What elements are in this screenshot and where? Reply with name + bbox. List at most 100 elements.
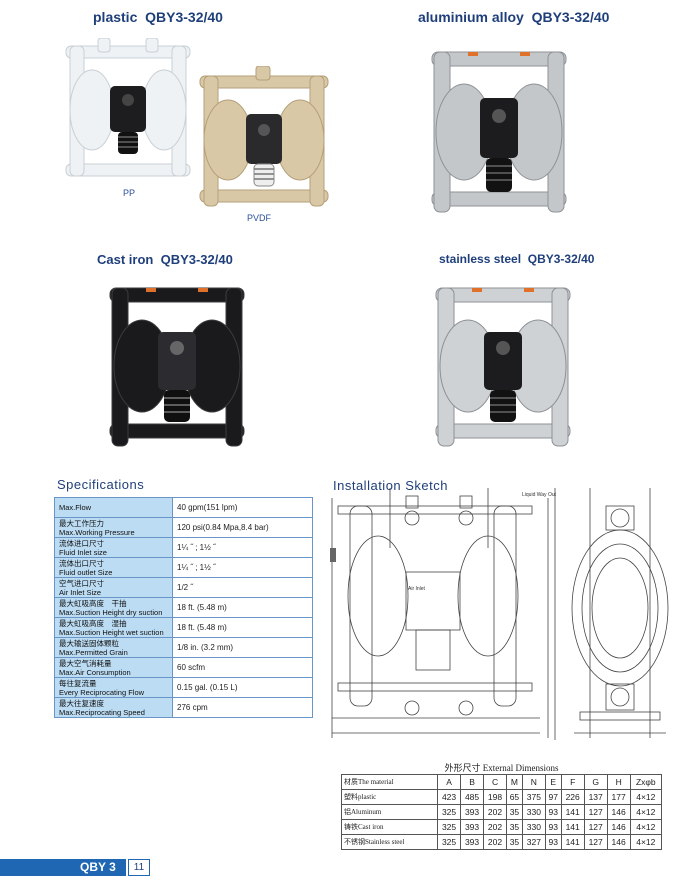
dimension-cell: 93 <box>544 819 562 835</box>
dimension-cell: 226 <box>560 789 585 805</box>
dimension-cell: 127 <box>583 834 608 850</box>
spec-label-en: Max.Reciprocating Speed <box>59 707 145 717</box>
dimension-cell: 327 <box>521 834 546 850</box>
spec-label-zh: 流体出口尺寸 <box>59 558 104 568</box>
material-cell: 铝Aluminum <box>340 804 439 820</box>
dimension-cell: 97 <box>544 789 562 805</box>
stainless-pump-image <box>435 287 571 447</box>
aluminium-pump-image <box>431 51 567 213</box>
dimension-cell: 4×12 <box>629 819 663 835</box>
dimensions-header-cell: G <box>583 774 608 790</box>
dimension-cell: 4×12 <box>629 834 663 850</box>
stainless-title: stainless steel QBY3-32/40 <box>439 252 595 266</box>
dimensions-header-cell: B <box>460 774 485 790</box>
air-inlet-label: Air Inlet <box>408 586 426 592</box>
spec-label-en: Max.Air Consumption <box>59 667 131 677</box>
dimension-cell: 202 <box>483 819 508 835</box>
spec-value: 60 scfm <box>172 657 313 678</box>
spec-label-zh: 最大输送固体颗粒 <box>59 638 119 648</box>
dimension-cell: 146 <box>606 804 631 820</box>
dimensions-header-cell: 材质The material <box>340 774 439 790</box>
dimension-cell: 393 <box>460 819 485 835</box>
spec-label-en: Fluid outlet Size <box>59 567 113 577</box>
dimension-cell: 330 <box>521 804 546 820</box>
liquid-way-out-label: Liquid Way Out <box>522 492 557 498</box>
dimension-cell: 202 <box>483 834 508 850</box>
dimensions-header-cell: F <box>560 774 585 790</box>
dimensions-header-cell: Zxφb <box>629 774 663 790</box>
installation-sketch-drawing: Liquid Way Out Air Inlet <box>330 488 669 740</box>
dimension-cell: 4×12 <box>629 804 663 820</box>
dimensions-header-cell: C <box>483 774 508 790</box>
spec-value: 18 ft. (5.48 m) <box>172 597 313 618</box>
dimensions-header-cell: E <box>544 774 562 790</box>
dimension-cell: 325 <box>437 804 462 820</box>
spec-value: 1¼ ˝ ; 1½ ˝ <box>172 557 313 578</box>
footer-bar <box>0 859 126 876</box>
spec-label-zh: 空气进口尺寸 <box>59 578 104 588</box>
spec-label-en: Max.Suction Height wet suction <box>59 627 164 637</box>
dimension-cell: 93 <box>544 834 562 850</box>
material-cell: 不锈钢Stainless steel <box>340 834 439 850</box>
spec-label-zh: 流体进口尺寸 <box>59 538 104 548</box>
material-cell: 塑料plastic <box>340 789 439 805</box>
page-number: 11 <box>128 859 150 876</box>
dimension-cell: 198 <box>483 789 508 805</box>
dimension-cell: 393 <box>460 834 485 850</box>
spec-label-zh: 最大虹吸高度 湿抽 <box>59 618 127 628</box>
dimensions-header-cell: A <box>437 774 462 790</box>
dimension-cell: 375 <box>521 789 546 805</box>
dimensions-header-cell: H <box>606 774 631 790</box>
pvdf-label: PVDF <box>247 213 272 223</box>
installation-sketch-title: Installation Sketch <box>333 478 449 493</box>
dimension-cell: 127 <box>583 804 608 820</box>
spec-label-zh: 最大空气消耗量 <box>59 658 112 668</box>
dimension-cell: 146 <box>606 834 631 850</box>
spec-label-en: Max.Working Pressure <box>59 527 135 537</box>
dimension-cell: 4×12 <box>629 789 663 805</box>
dimension-cell: 141 <box>560 819 585 835</box>
spec-label-zh: 每往复流量 <box>59 678 97 688</box>
spec-label-en: Every Reciprocating Flow <box>59 687 145 697</box>
dimension-cell: 325 <box>437 834 462 850</box>
dimension-cell: 127 <box>583 819 608 835</box>
dimension-cell: 35 <box>506 804 523 820</box>
spec-label-en: Fluid Inlet size <box>59 547 107 557</box>
dimension-cell: 65 <box>506 789 523 805</box>
dimension-cell: 202 <box>483 804 508 820</box>
spec-label-zh: 最大虹吸高度 干抽 <box>59 598 127 608</box>
dimension-cell: 177 <box>606 789 631 805</box>
pvdf-pump-image <box>199 66 329 207</box>
dimension-cell: 137 <box>583 789 608 805</box>
spec-value: 1¼ ˝ ; 1½ ˝ <box>172 537 313 558</box>
specifications-title: Specifications <box>57 477 145 492</box>
spec-value: 276 cpm <box>172 697 313 718</box>
spec-value: 0.15 gal. (0.15 L) <box>172 677 313 698</box>
dimension-cell: 325 <box>437 819 462 835</box>
dimension-cell: 423 <box>437 789 462 805</box>
dimensions-caption: 外形尺寸 External Dimensions <box>444 762 559 773</box>
